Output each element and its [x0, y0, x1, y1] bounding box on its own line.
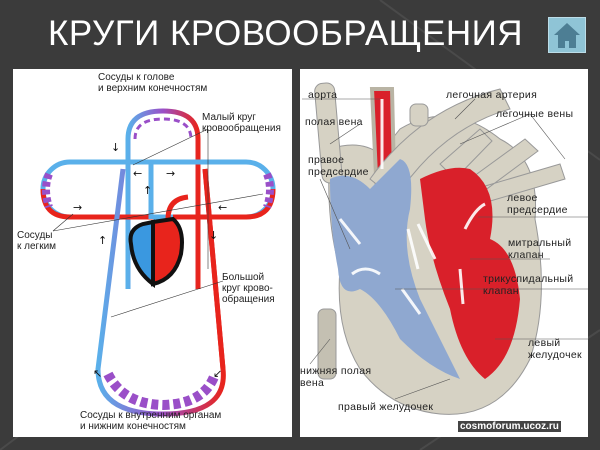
label-line: и верхним конечностям — [98, 83, 208, 94]
svg-text:→: → — [166, 167, 175, 180]
label-line: трикуспидальный — [483, 273, 574, 285]
label-line: и нижним конечностям — [80, 421, 186, 432]
svg-text:↑: ↑ — [143, 184, 152, 197]
label-line: Сосуды — [17, 230, 53, 241]
label-line: митральный — [508, 237, 572, 249]
svg-text:←: ← — [133, 167, 142, 180]
label-line: левый — [528, 337, 561, 349]
label-vena-cava: полая вена — [305, 116, 363, 128]
label-line: кровообращения — [202, 123, 281, 134]
svg-text:←: ← — [218, 201, 227, 214]
home-icon — [554, 23, 580, 48]
label-right-ventricle: правый желудочек — [338, 401, 434, 413]
circulation-diagram: ↓ ← → ↑ → ← ↑ ↓ ↖ ↙ — [40, 108, 276, 417]
svg-text:↑: ↑ — [98, 234, 107, 247]
label-line: Сосуды к голове — [98, 72, 175, 83]
label-line: левое — [507, 192, 538, 204]
label-line: желудочек — [528, 349, 582, 361]
label-line: нижняя полая — [300, 365, 372, 377]
label-line: Сосуды к внутренним органам — [80, 410, 222, 421]
label-line: Малый круг — [202, 112, 256, 123]
svg-text:↙: ↙ — [213, 367, 222, 380]
label-pulmonary-veins: легочные вены — [496, 108, 574, 120]
label-line: правое — [308, 154, 345, 166]
label-line: предсердие — [308, 166, 369, 178]
svg-text:↓: ↓ — [111, 141, 120, 154]
watermark: cosmoforum.ucoz.ru — [458, 421, 561, 432]
label-pulmonary-artery: легочная артерия — [446, 89, 538, 101]
svg-text:↓: ↓ — [209, 229, 218, 242]
label-line: круг крово- — [222, 283, 273, 294]
label-line: обращения — [222, 294, 275, 305]
home-button[interactable] — [548, 17, 586, 53]
label-line: предсердие — [507, 204, 568, 216]
heart-diagram — [302, 82, 588, 415]
label-line: клапан — [508, 249, 544, 261]
label-aorta: аорта — [308, 89, 338, 101]
svg-text:↖: ↖ — [93, 367, 102, 380]
svg-text:→: → — [73, 201, 82, 214]
label-line: к легким — [17, 241, 57, 252]
label-line: Большой — [222, 272, 265, 283]
slide-title: КРУГИ КРОВООБРАЩЕНИЯ — [48, 14, 524, 53]
label-line: вена — [300, 377, 325, 389]
label-line: клапан — [483, 285, 519, 297]
